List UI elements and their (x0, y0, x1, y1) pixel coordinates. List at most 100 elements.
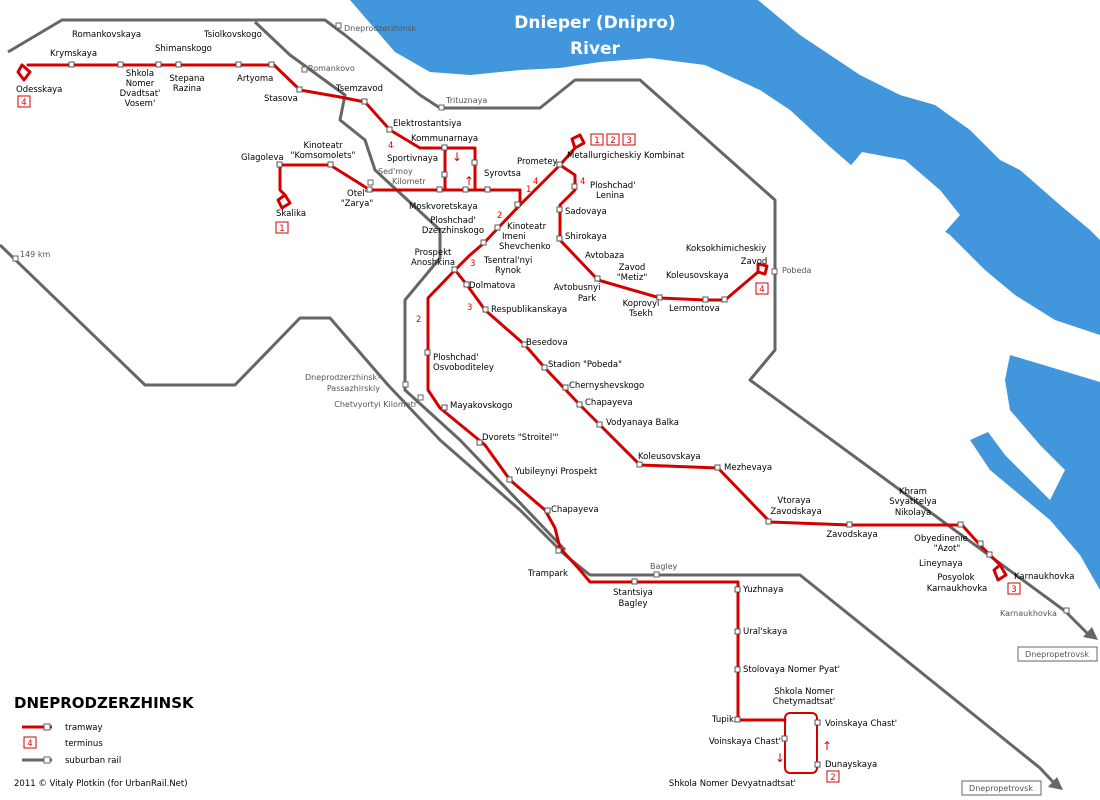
route-num: 4 (580, 177, 585, 187)
stop-azot-1: Obyedinenie (914, 534, 968, 544)
stop-stadion: Stadion "Pobeda" (548, 360, 622, 370)
rail-station-chetvyortyi: Chetvyortyi Kilometr (334, 400, 417, 409)
legend-rail-stop (43, 756, 51, 764)
stop-khram-2: Svyatitelya (889, 497, 937, 507)
stop-kinoteatr-s-1: Kinoteatr (507, 222, 547, 232)
stop-sportivnaya: Sportivnaya (387, 154, 438, 164)
stop-trampark: Trampark (527, 569, 568, 579)
rail-arrows (1048, 627, 1098, 790)
stop-yuzhnaya: Yuzhnaya (742, 585, 783, 595)
stop-uralskaya: Ural'skaya (743, 627, 787, 637)
loop-skalika (276, 193, 292, 210)
stop-otel-2: "Zarya" (341, 199, 374, 209)
stop-posyolok-2: Karnaukhovka (927, 584, 987, 594)
stop-tupik: Tupik (711, 715, 734, 725)
termini: 4 1 1 2 3 4 3 2 (17, 95, 1021, 783)
stop-respublikanskaya: Respublikanskaya (491, 305, 567, 315)
stop-khram-1: Khram (899, 487, 927, 497)
stop-lineynaya: Lineynaya (919, 559, 963, 569)
stop-ploshchad-dz-2: Dzerzhinskogo (422, 226, 484, 236)
tram-line-east (558, 163, 760, 302)
legend-tram-stop (43, 723, 51, 731)
arrow-down-2: ↓ (775, 751, 785, 765)
stop-voinskaya-w: Voinskaya Chast' (709, 737, 781, 747)
stop-osvob-1: Ploshchad' (433, 353, 479, 363)
stop-stasova: Stasova (264, 94, 298, 104)
route-num: 1 (526, 185, 531, 195)
tram-line-west (26, 63, 447, 150)
stop-kinoteatr-s-3: Shevchenko (499, 242, 551, 252)
stop-zavodskaya: Zavodskaya (826, 530, 877, 540)
stop-kinoteatr-k-1: Kinoteatr (303, 141, 343, 151)
svg-text:3: 3 (626, 136, 631, 146)
rail-arrow-south (1048, 777, 1063, 790)
stop-shkola8-1: Shkola (126, 69, 154, 79)
rail-station-sedmoy-1: Sed'moy (378, 167, 413, 176)
rail-station-pobeda: Pobeda (782, 266, 812, 275)
stop-koleusovskaya-n: Koleusovskaya (666, 271, 729, 281)
stop-azot-2: "Azot" (934, 544, 961, 554)
stop-moskvoretskaya: Moskvoretskaya (409, 202, 478, 212)
stop-besedova: Besedova (526, 338, 568, 348)
stop-syrovtsa: Syrovtsa (484, 169, 521, 179)
svg-text:4: 4 (759, 285, 764, 295)
stop-ploshchad-dz-1: Ploshchad' (430, 216, 476, 226)
stop-tsentr-1: Tsentral'nyi (483, 256, 532, 266)
stop-krymskaya: Krymskaya (50, 49, 97, 59)
stop-stepana-2: Razina (173, 84, 201, 94)
stop-khram-3: Nikolaya (895, 508, 931, 518)
stop-chapayeva-s: Chapayeva (551, 505, 599, 515)
route-num: 2 (416, 315, 421, 325)
stop-tsentr-2: Rynok (495, 266, 521, 276)
stop-kommunarnaya: Kommunarnaya (411, 134, 478, 144)
stop-dvorets: Dvorets "Stroitel'" (482, 433, 559, 443)
stop-chapayeva-n: Chapayeva (585, 398, 633, 408)
stop-zavod-metiz-1: Zavod (619, 263, 646, 273)
stop-koprovyi-2: Tsekh (628, 309, 653, 319)
stop-odesskaya: Odesskaya (16, 85, 62, 95)
arrow-up-2: ↑ (822, 739, 832, 753)
route-num: 3 (470, 259, 475, 269)
rail-station-dneprodzerzhinsk: Dneprodzerzhinsk (344, 24, 416, 33)
stop-osvob-2: Osvoboditeley (433, 363, 494, 373)
stop-tsiolkovskogo: Tsiolkovskogo (203, 30, 262, 40)
stop-posyolok-1: Posyolok (937, 573, 974, 583)
loop-koksokhim (756, 262, 769, 276)
rail-station-passazhirskiy-2: Passazhirskiy (327, 384, 380, 393)
stop-shkola29: Shkola Nomer Devyatnadtsat' (669, 779, 796, 789)
terminus-dunayskaya: 2 (826, 770, 840, 783)
dest-dnepropetrovsk-1: Dnepropetrovsk (1025, 650, 1089, 659)
river-label: Dnieper (Dnipro) River (514, 13, 675, 59)
stop-ploshchad-len-2: Lenina (596, 191, 624, 201)
stop-vtoraya-2: Zavodskaya (770, 507, 821, 517)
route-num: 4 (388, 141, 393, 151)
stop-avtopark-2: Park (578, 294, 596, 304)
tram-network (16, 63, 1008, 722)
stop-shkola8-3: Dvadtsat' (120, 89, 161, 99)
dest-dnepropetrovsk-2: Dnepropetrovsk (969, 784, 1033, 793)
stop-elektrostantsiya: Elektrostantsiya (393, 119, 461, 129)
stop-metkombinat: Metallurgicheskiy Kombinat (567, 151, 685, 161)
terminus-met1: 1 (590, 133, 604, 146)
tram-stops (68, 61, 993, 768)
terminus-karnaukhovka: 3 (1007, 582, 1021, 595)
river (350, 0, 1100, 590)
terminus-met3: 3 (622, 133, 636, 146)
rail-station-karnaukhovka: Karnaukhovka (1000, 609, 1057, 618)
stop-stepana-1: Stepana (169, 74, 204, 84)
stop-bagley-1: Stantsiya (613, 588, 653, 598)
stop-voinskaya-e: Voinskaya Chast' (825, 719, 897, 729)
svg-text:1: 1 (594, 136, 599, 146)
credit: 2011 © Vitaly Plotkin (for UrbanRail.Net… (14, 779, 188, 789)
svg-text:2: 2 (610, 136, 615, 146)
terminus-skalika: 1 (275, 221, 289, 234)
dest-box-2 (961, 780, 1042, 796)
stop-prometey: Prometey (517, 157, 558, 167)
stop-artyoma: Artyoma (237, 74, 273, 84)
stop-ploshchad-len-1: Ploshchad' (590, 181, 636, 191)
stop-lermontova: Lermontova (669, 304, 720, 314)
stop-sadovaya: Sadovaya (565, 207, 607, 217)
rail-station-trituznaya: Trituznaya (445, 96, 487, 105)
